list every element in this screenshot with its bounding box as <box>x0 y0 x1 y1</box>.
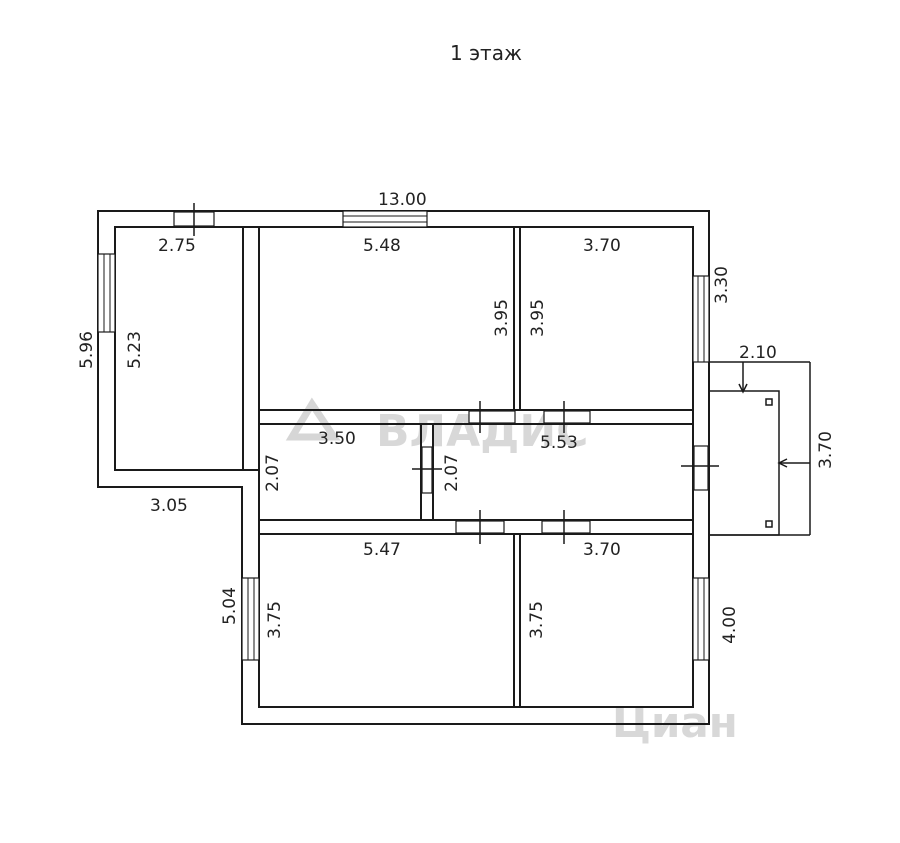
dim-left-bottom-outer: 5.04 <box>220 587 240 625</box>
dim-corridor-width: 5.53 <box>540 433 578 453</box>
dim-room-f-depth: 3.75 <box>527 601 547 639</box>
doors <box>173 203 719 544</box>
dim-room-b-width: 5.48 <box>363 236 401 256</box>
dim-hall-depth: 2.07 <box>263 454 283 492</box>
dim-porch-depth: 3.70 <box>816 431 836 469</box>
dim-room-a-width: 2.75 <box>158 236 196 256</box>
dim-right-top-outer: 3.30 <box>712 266 732 304</box>
dim-porch-width: 2.10 <box>739 343 777 363</box>
dim-room-e-depth: 3.75 <box>265 601 285 639</box>
outer-wall-inner <box>114 226 694 708</box>
windows <box>97 210 710 661</box>
dim-room-e-width: 5.47 <box>363 540 401 560</box>
dim-corridor-depth: 2.07 <box>442 454 462 492</box>
dim-room-f-width: 3.70 <box>583 540 621 560</box>
dim-room-c-width: 3.70 <box>583 236 621 256</box>
dim-hall-width: 3.50 <box>318 429 356 449</box>
dim-left-outer: 5.96 <box>77 331 97 369</box>
dim-room-b-depth: 3.95 <box>492 299 512 337</box>
dim-room-a-depth: 5.23 <box>125 331 145 369</box>
porch <box>708 361 811 536</box>
watermark-bottom-right: Циан <box>612 698 738 747</box>
dim-right-bottom-outer: 4.00 <box>720 606 740 644</box>
dim-bottom-left: 3.05 <box>150 496 188 516</box>
floor-title: 1 этаж <box>450 41 522 65</box>
dim-total-width: 13.00 <box>378 190 427 210</box>
outer-wall-outer <box>97 210 710 725</box>
interior-walls <box>242 226 694 708</box>
dim-room-c-depth: 3.95 <box>528 299 548 337</box>
